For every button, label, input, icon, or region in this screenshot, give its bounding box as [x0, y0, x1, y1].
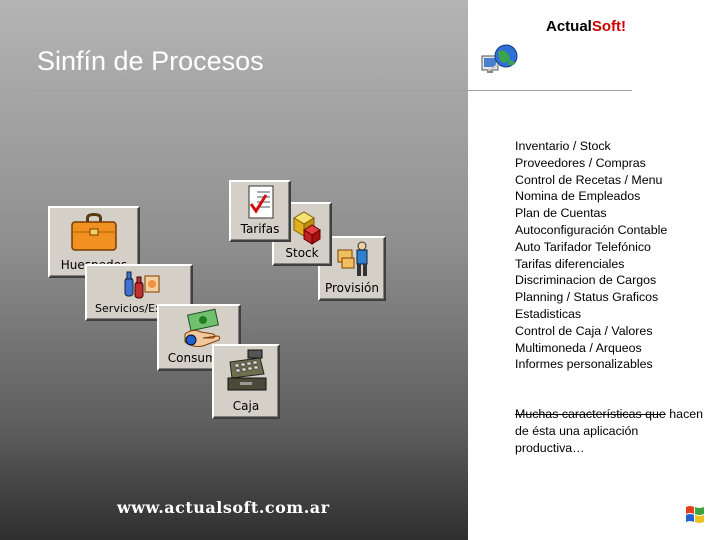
money-hand-icon — [184, 308, 221, 347]
page-title: Sinfín de Procesos — [37, 46, 264, 76]
feature-item: Proveedores / Compras — [515, 155, 646, 170]
checklist-icon — [248, 185, 274, 219]
feature-item: Autoconfiguración Contable — [515, 222, 668, 237]
provision-label: Provisión — [324, 281, 379, 295]
feature-item: Nomina de Empleados — [515, 189, 641, 204]
tarifas-label: Tarifas — [240, 222, 280, 236]
feature-item: Plan de Cuentas — [515, 206, 607, 221]
cash-register-icon — [227, 349, 267, 391]
note-strike: Muchas características que — [515, 407, 666, 421]
features-list: Inventario / Stock Proveedores / Compras… — [515, 138, 667, 373]
caja-label: Caja — [232, 399, 260, 413]
title-divider — [32, 90, 632, 91]
feature-item: Discriminacion de Cargos — [515, 273, 657, 288]
feature-item: Inventario / Stock — [515, 139, 611, 153]
stock-label: Stock — [285, 246, 319, 260]
brand-logo: ActualSoft! — [546, 18, 626, 35]
boxes-icon — [293, 211, 321, 245]
bottles-icon — [124, 271, 160, 299]
briefcase-icon — [71, 213, 117, 251]
note-rest: hacen de ésta una aplicación productiva… — [515, 407, 704, 455]
tarifas-button[interactable]: Tarifas — [229, 180, 291, 242]
globe-icon — [481, 44, 518, 73]
feature-item: Estadisticas — [515, 306, 582, 321]
feature-item: Planning / Status Graficos — [515, 290, 659, 305]
feature-item: Control de Caja / Valores — [515, 323, 653, 338]
windows-logo-icon — [686, 506, 704, 523]
feature-item: Auto Tarifador Telefónico — [515, 239, 651, 254]
website-url: www.actualsoft.com.ar — [117, 498, 330, 517]
closing-note: Muchas características que hacen de ésta… — [515, 406, 705, 456]
feature-item: Multimoneda / Arqueos — [515, 340, 642, 355]
caja-button[interactable]: Caja — [212, 344, 280, 419]
feature-item: Control de Recetas / Menu — [515, 172, 663, 187]
feature-item: Tarifas diferenciales — [515, 256, 625, 271]
feature-item: Informes personalizables — [515, 357, 653, 372]
delivery-icon — [337, 241, 368, 276]
